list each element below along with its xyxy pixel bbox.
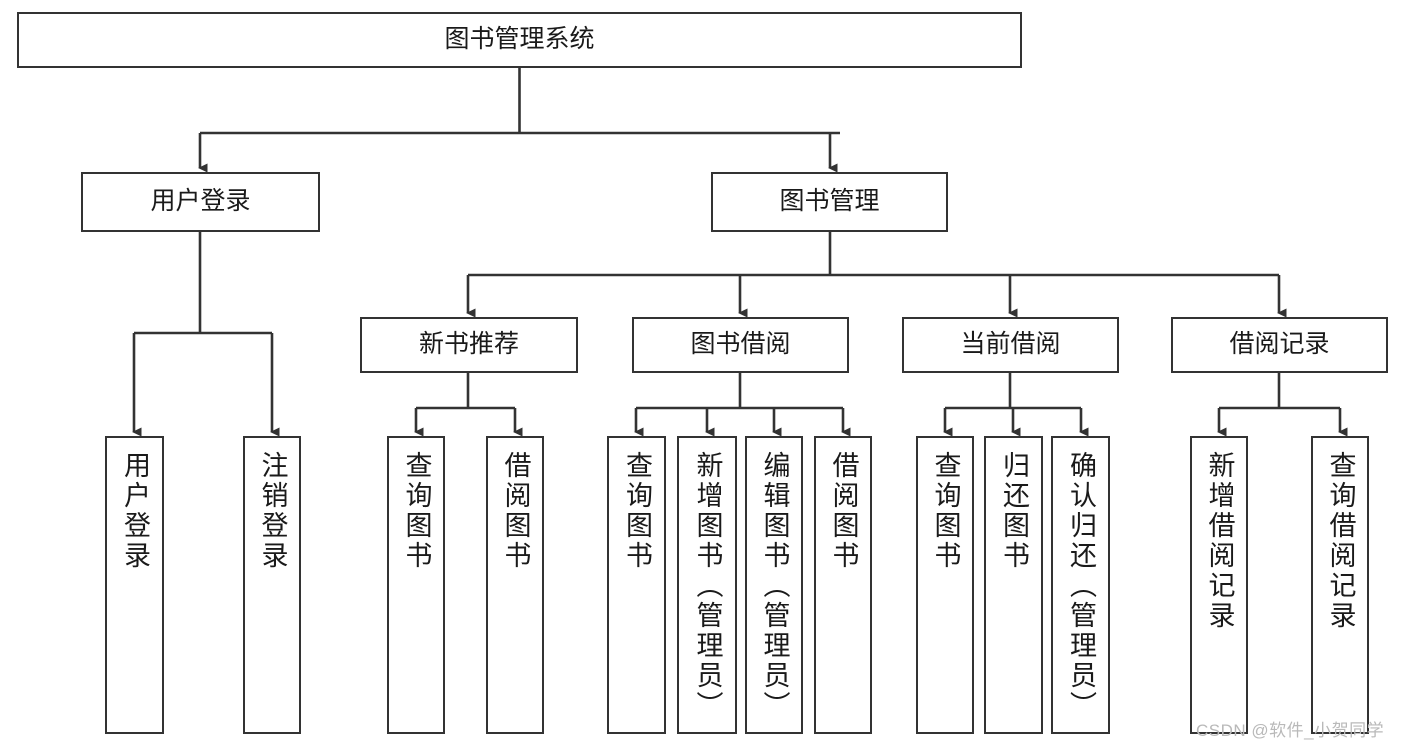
node-current-borrow-label: 当前借阅: [960, 330, 1061, 359]
node-root-label: 图书管理系统: [444, 25, 595, 54]
leaf-node-label: 注销登录: [257, 451, 288, 571]
node-book-borrow-label: 图书借阅: [690, 330, 791, 359]
leaf-node-label: 新增借阅记录: [1204, 451, 1235, 631]
leaf-node-label: 确认归还（管理员）: [1066, 451, 1096, 721]
leaf-node[interactable]: 新增图书（管理员）: [677, 436, 737, 734]
leaf-node-label: 查询图书: [401, 451, 432, 571]
node-user-login[interactable]: 用户登录: [81, 172, 320, 232]
node-user-login-label: 用户登录: [150, 187, 251, 216]
leaf-node[interactable]: 注销登录: [243, 436, 301, 734]
leaf-node-label: 借阅图书: [828, 451, 859, 571]
node-current-borrow[interactable]: 当前借阅: [902, 317, 1119, 373]
node-book-management[interactable]: 图书管理: [711, 172, 948, 232]
leaf-node[interactable]: 新增借阅记录: [1190, 436, 1248, 734]
node-new-book-recommend-label: 新书推荐: [418, 330, 519, 359]
leaf-node-label: 新增图书（管理员）: [692, 451, 723, 721]
node-book-borrow[interactable]: 图书借阅: [632, 317, 849, 373]
leaf-node[interactable]: 查询图书: [387, 436, 445, 734]
leaf-node-label: 编辑图书（管理员）: [759, 451, 790, 721]
csdn-watermark: CSDN @软件_小贺同学: [1196, 721, 1385, 740]
node-new-book-recommend[interactable]: 新书推荐: [360, 317, 578, 373]
leaf-node[interactable]: 查询图书: [916, 436, 974, 734]
leaf-node[interactable]: 用户登录: [105, 436, 164, 734]
leaf-node-label: 借阅图书: [500, 451, 531, 571]
node-borrow-records[interactable]: 借阅记录: [1171, 317, 1388, 373]
node-book-management-label: 图书管理: [779, 187, 880, 216]
leaf-node-label: 归还图书: [999, 451, 1029, 571]
leaf-node-label: 查询图书: [930, 451, 961, 571]
leaf-node[interactable]: 借阅图书: [814, 436, 872, 734]
leaf-node[interactable]: 编辑图书（管理员）: [745, 436, 803, 734]
leaf-node[interactable]: 查询图书: [607, 436, 666, 734]
leaf-node-label: 用户登录: [120, 451, 150, 571]
leaf-node[interactable]: 借阅图书: [486, 436, 544, 734]
leaf-node[interactable]: 归还图书: [984, 436, 1043, 734]
node-root[interactable]: 图书管理系统: [17, 12, 1022, 68]
leaf-node-label: 查询借阅记录: [1325, 451, 1356, 631]
leaf-node[interactable]: 确认归还（管理员）: [1051, 436, 1110, 734]
node-borrow-records-label: 借阅记录: [1229, 330, 1330, 359]
leaf-node[interactable]: 查询借阅记录: [1311, 436, 1369, 734]
leaf-node-label: 查询图书: [622, 451, 652, 571]
